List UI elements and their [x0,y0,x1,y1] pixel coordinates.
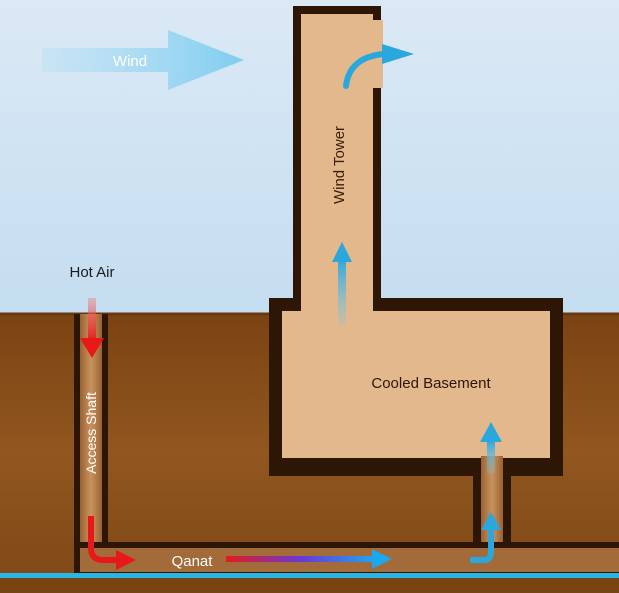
cooled-basement-label: Cooled Basement [371,375,491,392]
hot-air-label: Hot Air [69,264,114,281]
wind-arrow [42,30,244,90]
qanat-label: Qanat [172,553,214,570]
water-channel [0,573,619,578]
tower-up-arrow [332,242,352,324]
qanat-flow-arrow [226,549,392,569]
wind-label: Wind [113,53,147,70]
bedrock [0,578,619,593]
hot-air-bend-arrow [88,516,136,570]
access-shaft-label: Access Shaft [83,392,99,474]
hot-air-down-arrow [80,298,104,358]
wind-tower-label: Wind Tower [331,126,348,204]
qanat-to-basement-arrow [470,512,501,563]
exhaust-arrow [343,44,414,89]
basement-up-arrow [480,422,502,474]
access-shaft [80,314,102,554]
